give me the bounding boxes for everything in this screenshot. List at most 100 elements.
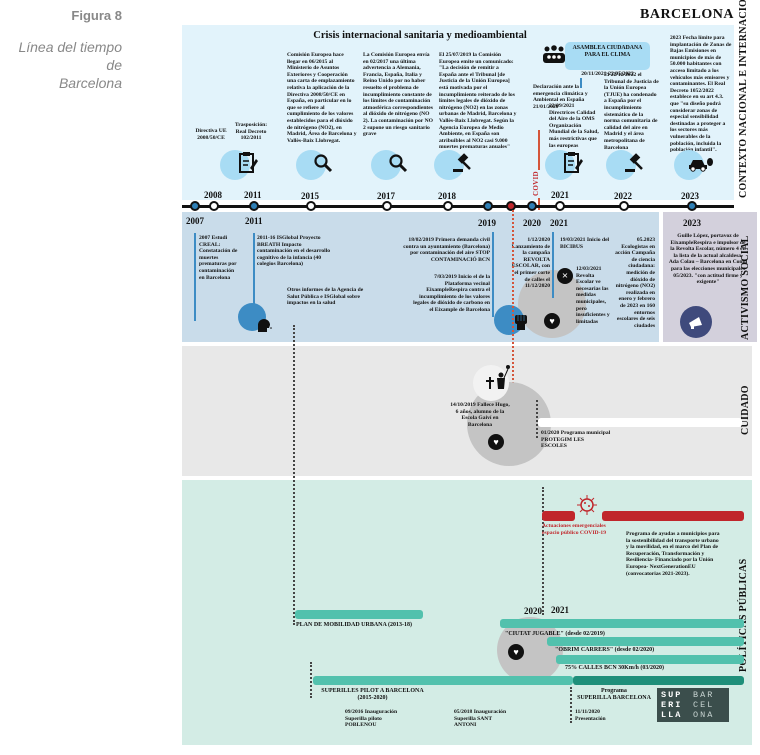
- timeline-node-2015: [306, 201, 316, 211]
- figure-subtitle: Línea del tiempo de Barcelona: [0, 38, 122, 92]
- act-year-2011: 2011: [245, 216, 263, 226]
- crisis-title: Crisis internacional sanitaria y medioam…: [313, 30, 527, 41]
- act-event-otros: Otros informes de la Agencia de Salut Pú…: [287, 287, 364, 307]
- dashed-guide-2020-superilla: [570, 687, 572, 723]
- ayudas-program: Programa de ayudas a municipios para la …: [626, 531, 720, 577]
- icon-circle-2022: [606, 150, 636, 180]
- event-presentacion: 11/11/2020 Presentación: [575, 709, 606, 722]
- magnifier-icon: [312, 152, 334, 174]
- act-event-2011: 2011-16 ISGlobal Proyecto BREATH Impacto…: [257, 235, 331, 268]
- intl-year-2008: 2008: [204, 190, 222, 200]
- event-2022: El 22/12/2022 el Tribunal de Justicia de…: [604, 72, 659, 151]
- connector-2019: [492, 232, 494, 317]
- bar-superilla-program: [573, 676, 744, 685]
- label-superilles-line2: (2015-2020): [357, 694, 388, 701]
- intl-year-2023: 2023: [681, 191, 699, 201]
- care-event-2019: 14/10/2019 Fallece Hugo, 6 años, alumno …: [450, 402, 510, 428]
- event-santantoni: 05/2018 Inauguración Superilla SANT ANTO…: [454, 709, 507, 729]
- clipboard-icon: [562, 150, 584, 176]
- figure-subtitle-line1: Línea del tiempo de: [18, 39, 122, 73]
- act-event-2023b: Guille López, portavoz de EixampleRespir…: [668, 233, 748, 286]
- bar-pmu: [295, 610, 423, 619]
- event-declaracion: Declaración ante la emergencia climática…: [533, 84, 588, 110]
- connector-2007: [194, 233, 196, 321]
- heart-icon: ♥: [508, 644, 524, 660]
- logo-left-3: LLA: [661, 710, 683, 720]
- label-superilla-program-line2: SUPERILLA BARCELONA: [577, 694, 651, 701]
- event-2015: Comisión Europea hace llegar en 06/2015 …: [287, 52, 357, 144]
- care-band: [182, 346, 752, 476]
- clipboard-icon: [237, 150, 259, 176]
- covid-vertical-dotted: [512, 210, 514, 384]
- label-obrim-carrers: "OBRIM CARRERS" (desde 02/2020): [555, 647, 655, 653]
- asamblea-connector: [580, 78, 582, 88]
- act-year-2021: 2021: [550, 218, 568, 228]
- logo-right-3: ONA: [693, 710, 715, 720]
- event-2011: Trasposición: Real Decreto 102/2011: [234, 122, 268, 142]
- act-event-2021a: 19/03/2021 Inicio del BICIBUS: [560, 237, 610, 250]
- dashed-guide-2020-care: [536, 400, 538, 438]
- bar-superilles-pilot: [313, 676, 573, 685]
- act-event-2023a: 05.2023 Ecologistas en acción Campaña de…: [615, 237, 655, 329]
- act-event-2021b: 12/03/2021 Revolta Escolar ve necesarias…: [576, 266, 610, 325]
- timeline-node-2020: [527, 201, 537, 211]
- timeline-node-2008: [209, 201, 219, 211]
- section-label-intl: CONTEXTO NACIONAL E INTERNACIONAL: [738, 0, 749, 198]
- bar-ciutat-jugable: [500, 619, 744, 628]
- superilla-barcelona-logo: SUP BAR ERI CEL LLA ONA: [657, 688, 729, 722]
- asamblea-dates: 20/11/2021-22/05/2022: [581, 71, 634, 77]
- connector-2011: [253, 233, 255, 311]
- gavel-icon: [450, 152, 472, 174]
- icon-circle-2018: [434, 150, 464, 180]
- act-event-2020: 1/12/2020 Lanzamiento de la campaña REVO…: [511, 237, 550, 290]
- intl-year-2017: 2017: [377, 191, 395, 201]
- label-superilles-line1: SUPERILLES PILOT A BARCELONA: [321, 688, 424, 694]
- asamblea-box: ASAMBLEA CIUDADANA PARA EL CLIMA: [565, 42, 650, 70]
- child-grave-icon: [486, 363, 512, 393]
- figure-label: Figura 8: [71, 8, 122, 23]
- label-superilla-program-line1: Programa: [601, 688, 627, 694]
- event-2021-oms: 22/09/2021 Directrices Calidad del Aire …: [549, 103, 599, 149]
- dashed-guide-2013: [293, 325, 295, 625]
- timeline-node-2007: [190, 201, 200, 211]
- intl-year-2021: 2021: [551, 190, 569, 200]
- timeline-node-2018: [443, 201, 453, 211]
- act-year-2023: 2023: [683, 218, 701, 228]
- connector-2021: [552, 232, 554, 298]
- act-event-2019b: 7/03/2019 Inicio el de la Plataforma vec…: [413, 274, 490, 313]
- gavel-icon: [622, 152, 644, 174]
- timeline-node-2023: [687, 201, 697, 211]
- event-2017: La Comisión Europea envía en 02/2017 una…: [363, 52, 433, 138]
- label-superilla-program: Programa SUPERILLA BARCELONA: [574, 688, 654, 701]
- virus-icon: [575, 494, 599, 516]
- timeline-node-2021: [555, 201, 565, 211]
- bar-calles-30: [556, 655, 744, 664]
- head-breathing-icon: [256, 318, 272, 334]
- label-superilles: SUPERILLES PILOT A BARCELONA (2015-2020): [315, 688, 430, 701]
- section-label-care: CUIDADO: [740, 385, 751, 435]
- care-event-2020: 01/2020 Programa municipal PROTEGIM LES …: [541, 430, 611, 450]
- timeline-axis: [182, 205, 734, 208]
- label-ciutat-jugable: "CIUTAT JUGABLE" (desde 02/2019): [505, 631, 605, 637]
- logo-left-1: SUP: [661, 690, 683, 700]
- asamblea-title: ASAMBLEA CIUDADANA PARA EL CLIMA: [572, 45, 643, 58]
- bar-obrim-carrers: [547, 637, 744, 646]
- intl-year-2018: 2018: [438, 191, 456, 201]
- dashed-guide-2020-policy: [542, 487, 544, 615]
- intl-year-2015: 2015: [301, 191, 319, 201]
- timeline-node-2019-covid: [506, 201, 516, 211]
- city-title: BARCELONA: [640, 7, 734, 22]
- policy-year-2021: 2021: [551, 605, 569, 615]
- magnifier-icon: [387, 152, 409, 174]
- act-event-2019a: 18/02/2019 Primera demanda civil contra …: [403, 237, 490, 263]
- care-bar: [538, 418, 742, 427]
- event-2023: 2023 Fecha límite para implantación de Z…: [670, 35, 732, 154]
- act-year-2007: 2007: [186, 216, 204, 226]
- logo-right-1: BAR: [693, 690, 715, 700]
- people-group-icon: [542, 44, 566, 64]
- act-event-2007: 2007 Estudi CREAL: Constatación de muert…: [199, 235, 238, 281]
- event-2008: Directiva UE 2008/50/CE: [195, 128, 227, 141]
- raised-fist-icon: [513, 313, 529, 331]
- covid-actions-label: Actuaciones emergenciales espacio públic…: [542, 523, 607, 536]
- act-year-2019: 2019: [478, 218, 496, 228]
